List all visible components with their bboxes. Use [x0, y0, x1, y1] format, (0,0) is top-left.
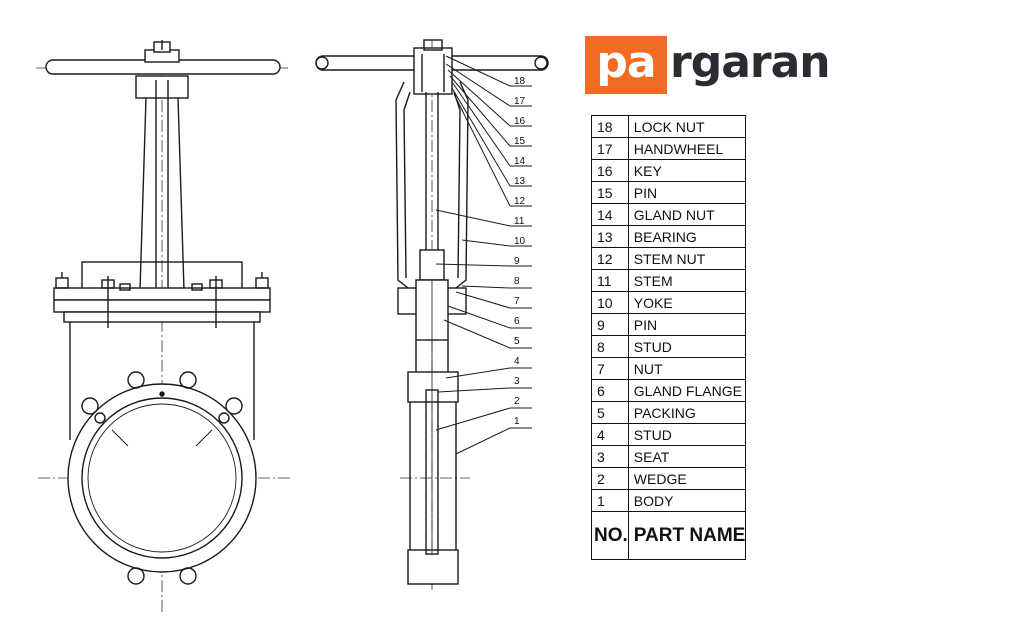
section-body — [407, 280, 459, 585]
part-name: STUD — [627, 423, 747, 446]
part-number: 1 — [591, 489, 629, 512]
part-name: LOCK NUT — [627, 115, 747, 138]
brand-logo: pa rgaran — [585, 36, 831, 94]
part-name: GLAND NUT — [627, 203, 747, 226]
callout-number: 12 — [514, 196, 526, 207]
callout-number: 18 — [514, 76, 526, 87]
part-number: 13 — [591, 225, 629, 248]
callout-number: 4 — [514, 356, 520, 367]
part-name: PIN — [627, 181, 747, 204]
callout-number: 1 — [514, 416, 520, 427]
parts-table-header-row: NO. PART NAME — [591, 511, 747, 560]
front-handwheel — [45, 40, 281, 75]
callout-number: 15 — [514, 136, 526, 147]
part-number: 9 — [591, 313, 629, 336]
part-name: GLAND FLANGE — [627, 379, 747, 402]
part-number: 17 — [591, 137, 629, 160]
part-number: 5 — [591, 401, 629, 424]
brand-logo-highlight: pa — [585, 36, 667, 94]
callout-number: 10 — [514, 236, 526, 247]
part-name: STUD — [627, 335, 747, 358]
part-name: NUT — [627, 357, 747, 380]
callout-number: 6 — [514, 316, 520, 327]
part-number: 7 — [591, 357, 629, 380]
part-name: BODY — [627, 489, 747, 512]
part-number: 11 — [591, 269, 629, 292]
callout-number: 8 — [514, 276, 520, 287]
callout-labels: 18 17 16 15 14 13 12 11 10 9 8 7 6 5 4 3 2 1 — [514, 76, 526, 427]
part-name: SEAT — [627, 445, 747, 468]
callout-leaders — [435, 55, 532, 455]
brand-logo-text: rgaran — [670, 36, 831, 88]
part-name: HANDWHEEL — [627, 137, 747, 160]
part-name: YOKE — [627, 291, 747, 314]
header-no: NO. — [591, 511, 629, 560]
callout-number: 17 — [514, 96, 526, 107]
callout-number: 11 — [514, 216, 525, 227]
part-name: STEM NUT — [627, 247, 747, 270]
part-number: 12 — [591, 247, 629, 270]
part-number: 16 — [591, 159, 629, 182]
callout-number: 13 — [514, 176, 526, 187]
part-number: 4 — [591, 423, 629, 446]
part-name: PACKING — [627, 401, 747, 424]
callout-number: 3 — [514, 376, 520, 387]
section-yoke — [395, 81, 469, 289]
callout-number: 16 — [514, 116, 526, 127]
callout-number: 7 — [514, 296, 520, 307]
part-number: 10 — [591, 291, 629, 314]
part-number: 14 — [591, 203, 629, 226]
part-number: 6 — [591, 379, 629, 402]
part-number: 15 — [591, 181, 629, 204]
front-body — [67, 322, 257, 585]
part-name: BEARING — [627, 225, 747, 248]
part-name: KEY — [627, 159, 747, 182]
part-number: 18 — [591, 115, 629, 138]
part-number: 3 — [591, 445, 629, 468]
part-name: STEM — [627, 269, 747, 292]
part-name: WEDGE — [627, 467, 747, 490]
callout-number: 2 — [514, 396, 520, 407]
callout-number: 14 — [514, 156, 526, 167]
front-flange — [53, 272, 271, 328]
callout-number: 9 — [514, 256, 520, 267]
part-number: 2 — [591, 467, 629, 490]
part-name: PIN — [627, 313, 747, 336]
part-number: 8 — [591, 335, 629, 358]
callout-number: 5 — [514, 336, 520, 347]
header-part-name: PART NAME — [627, 511, 747, 560]
section-handwheel — [315, 39, 549, 95]
front-yoke — [81, 75, 243, 291]
